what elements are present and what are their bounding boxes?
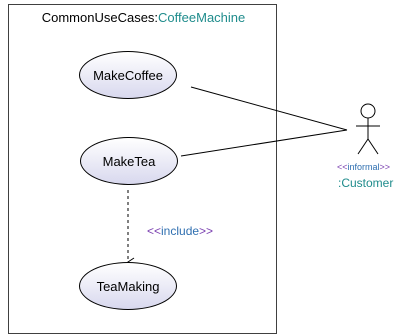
usecase-maketea[interactable]: MakeTea (80, 137, 178, 185)
actor-left-leg (357, 138, 369, 155)
usecase-makecoffee[interactable]: MakeCoffee (79, 51, 177, 99)
usecase-label: TeaMaking (96, 278, 160, 294)
actor-stereo-open: << (337, 162, 348, 172)
actor-stereo-keyword: informal (347, 162, 380, 172)
actor-stereo-close: >> (379, 162, 391, 172)
boundary-title: CommonUseCases:CoffeeMachine (9, 10, 278, 25)
usecase-label: MakeTea (102, 153, 156, 169)
actor-figure[interactable] (356, 103, 380, 155)
include-keyword: include (161, 224, 200, 238)
actor-head (360, 103, 376, 119)
usecase-teamaking[interactable]: TeaMaking (79, 262, 177, 310)
boundary-kind: CommonUseCases: (41, 10, 159, 25)
usecase-label: MakeCoffee (93, 67, 163, 83)
actor-stereotype: <<informal>> (337, 162, 390, 172)
boundary-name: CoffeeMachine (158, 10, 246, 25)
actor-right-leg (367, 138, 379, 155)
include-open: << (147, 224, 162, 238)
association-maketea-customer (180, 129, 348, 157)
include-close: >> (199, 224, 214, 238)
include-stereotype: <<include>> (147, 224, 213, 238)
association-makecoffee-customer (190, 86, 348, 131)
actor-name[interactable]: :Customer (338, 176, 394, 190)
